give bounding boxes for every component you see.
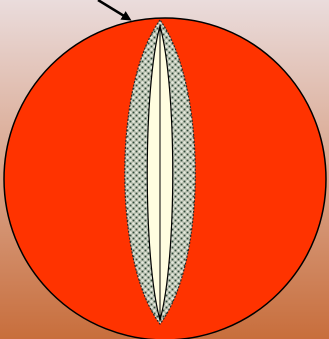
diagram-canvas — [0, 0, 329, 339]
diagram-svg — [0, 0, 329, 339]
